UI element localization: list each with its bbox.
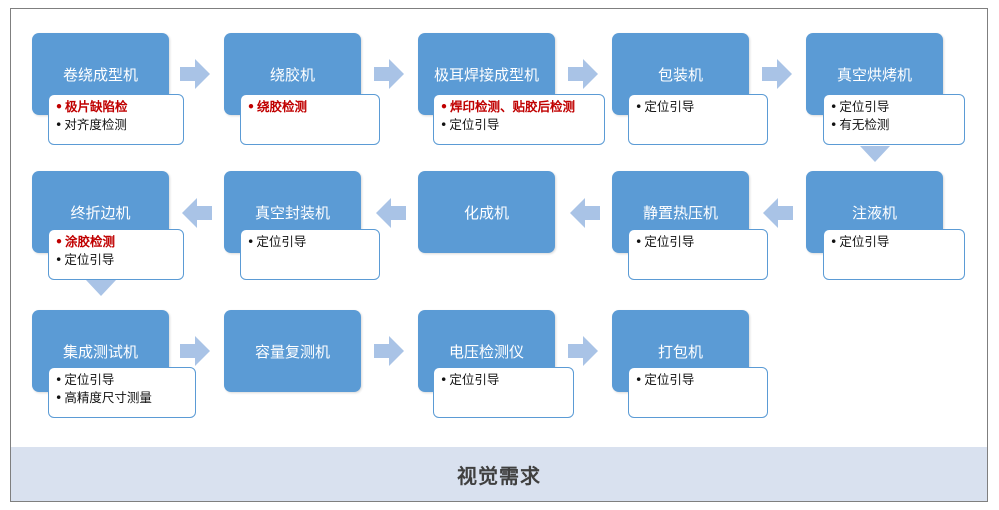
requirement-item: 焊印检测、贴胶后检测: [440, 98, 598, 116]
requirement-box-m7: 定位引导: [628, 229, 768, 280]
requirement-box-m10: 涂胶检测定位引导: [48, 229, 184, 280]
requirement-item: 定位引导: [830, 233, 958, 251]
machine-name: 集成测试机: [62, 343, 138, 361]
machine-name: 打包机: [657, 343, 703, 361]
flow-arrow-left-icon: [182, 198, 212, 228]
flow-arrow-right-icon: [762, 59, 792, 89]
requirement-item: 定位引导: [635, 233, 761, 251]
footer-title: 视觉需求: [457, 463, 541, 488]
footer-bar: 视觉需求: [10, 447, 988, 502]
flow-arrow-right-icon: [374, 59, 404, 89]
requirement-item: 定位引导: [440, 371, 567, 389]
flow-arrow-left-icon: [763, 198, 793, 228]
flow-arrow-left-icon: [570, 198, 600, 228]
flow-arrow-right-icon: [568, 59, 598, 89]
machine-name: 真空封装机: [254, 204, 330, 222]
requirement-item: 绕胶检测: [247, 98, 373, 116]
requirement-box-m13: 定位引导: [433, 367, 574, 418]
machine-name: 包装机: [657, 66, 703, 84]
flow-arrow-right-icon: [568, 336, 598, 366]
requirement-box-m6: 定位引导: [823, 229, 965, 280]
requirement-box-m11: 定位引导高精度尺寸测量: [48, 367, 196, 418]
machine-name: 极耳焊接成型机: [433, 66, 539, 84]
requirement-box-m5: 定位引导有无检测: [823, 94, 965, 145]
requirement-item: 定位引导: [830, 98, 958, 116]
machine-name: 卷绕成型机: [62, 66, 138, 84]
flow-arrow-right-icon: [374, 336, 404, 366]
requirement-box-m4: 定位引导: [628, 94, 768, 145]
requirement-box-m3: 焊印检测、贴胶后检测定位引导: [433, 94, 605, 145]
requirement-item: 定位引导: [55, 371, 189, 389]
requirement-item: 定位引导: [635, 371, 761, 389]
machine-name: 绕胶机: [269, 66, 315, 84]
flow-arrow-left-icon: [376, 198, 406, 228]
requirement-box-m14: 定位引导: [628, 367, 768, 418]
flow-arrow-down-icon: [86, 280, 116, 296]
machine-node-m8: 化成机: [418, 171, 555, 253]
machine-name: 容量复测机: [254, 342, 330, 361]
requirement-box-m2: 绕胶检测: [240, 94, 380, 145]
requirement-item: 极片缺陷检: [55, 98, 177, 116]
requirement-item: 对齐度检测: [55, 116, 177, 134]
requirement-item: 定位引导: [635, 98, 761, 116]
flow-arrow-right-icon: [180, 59, 210, 89]
requirement-box-m1: 极片缺陷检对齐度检测: [48, 94, 184, 145]
requirement-item: 定位引导: [247, 233, 373, 251]
machine-name: 化成机: [463, 203, 509, 222]
machine-name: 终折边机: [70, 204, 131, 222]
requirement-item: 涂胶检测: [55, 233, 177, 251]
requirement-item: 定位引导: [55, 251, 177, 269]
machine-name: 真空烘烤机: [836, 66, 912, 84]
requirement-item: 高精度尺寸测量: [55, 389, 189, 407]
flow-arrow-down-icon: [860, 146, 890, 162]
requirement-box-m9: 定位引导: [240, 229, 380, 280]
machine-node-m12: 容量复测机: [224, 310, 361, 392]
machine-name: 电压检测仪: [448, 343, 524, 361]
machine-name: 注液机: [851, 204, 897, 222]
flow-arrow-right-icon: [180, 336, 210, 366]
requirement-item: 定位引导: [440, 116, 598, 134]
machine-name: 静置热压机: [642, 204, 718, 222]
requirement-item: 有无检测: [830, 116, 958, 134]
